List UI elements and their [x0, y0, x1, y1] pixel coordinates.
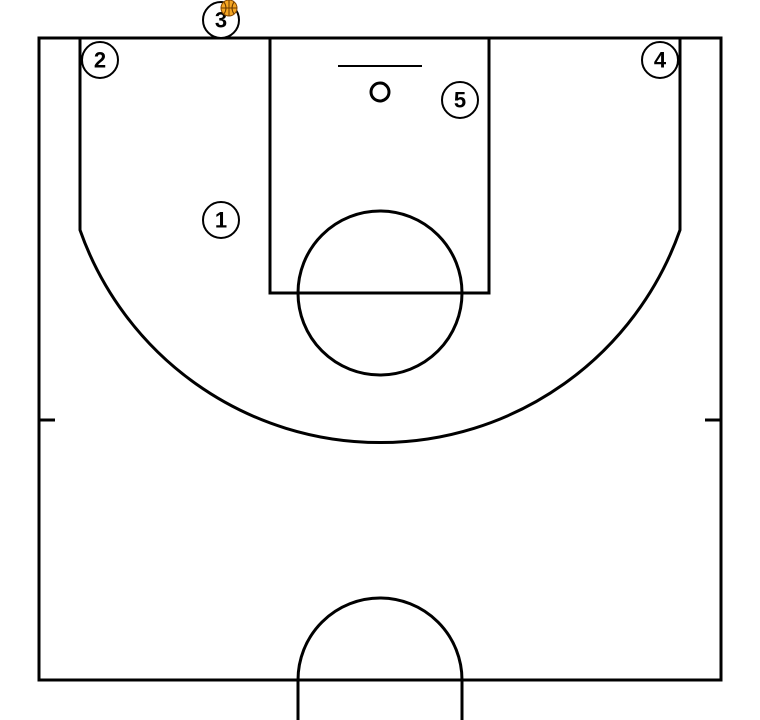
- player-2-label: 2: [94, 48, 106, 73]
- player-2[interactable]: 2: [81, 41, 119, 79]
- court-boundary: [37, 36, 723, 682]
- player-5-marker: [441, 81, 479, 119]
- free-throw-circle: [296, 209, 464, 377]
- player-2-marker: [81, 41, 119, 79]
- basketball-icon: [220, 0, 238, 17]
- player-5-label: 5: [454, 88, 466, 113]
- player-1[interactable]: 1: [202, 201, 240, 239]
- player-5[interactable]: 5: [441, 81, 479, 119]
- player-1-label: 1: [215, 208, 227, 233]
- key-paint: [268, 36, 491, 295]
- rim: [369, 81, 391, 103]
- player-4-marker: [641, 41, 679, 79]
- player-4[interactable]: 4: [641, 41, 679, 79]
- player-4-label: 4: [654, 48, 667, 73]
- player-1-marker: [202, 201, 240, 239]
- center-circle: [296, 596, 464, 720]
- three-point-line: [78, 38, 682, 444]
